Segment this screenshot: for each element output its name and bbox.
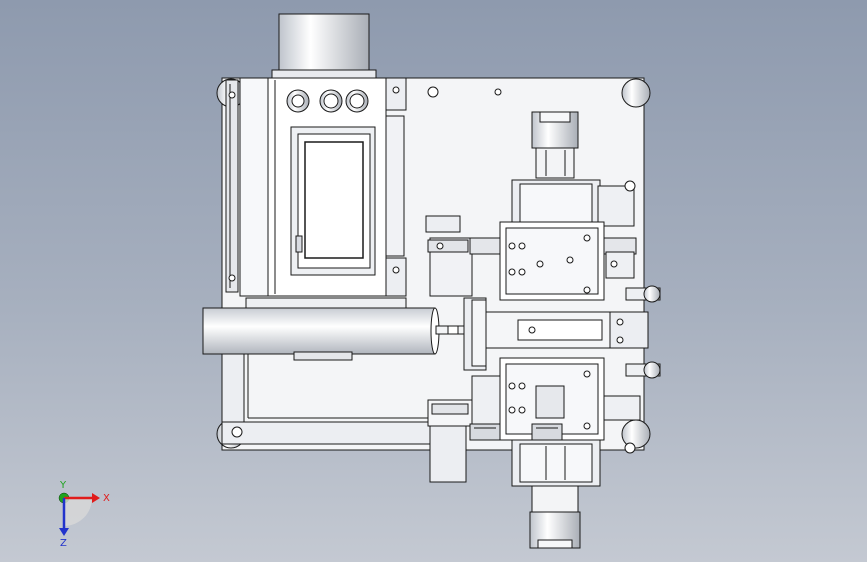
axis-triad: X Y Z: [58, 480, 110, 548]
stepper-motor-bottom: [531, 485, 579, 513]
box-bracket: [385, 77, 407, 111]
control-knobs: [286, 89, 369, 113]
triad-z-label: Z: [60, 538, 67, 548]
carriage-lower-holes: [508, 370, 591, 430]
pulleys: [469, 423, 563, 441]
top-cylinder: [278, 13, 370, 75]
right-clamps: [625, 285, 661, 379]
triad-y-label: Y: [59, 480, 67, 491]
base-holes: [427, 86, 636, 454]
triad-x-label: X: [103, 493, 110, 504]
lower-bracket: [429, 425, 467, 483]
drive-roller: [202, 307, 436, 355]
carriage-upper-holes: [508, 234, 591, 294]
left-frame: [225, 79, 239, 293]
